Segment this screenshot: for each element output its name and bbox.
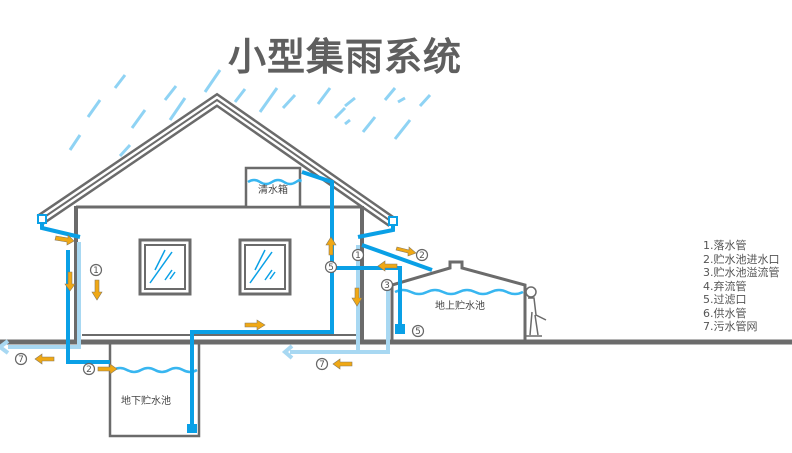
window-glass bbox=[149, 249, 276, 284]
water-pipes bbox=[40, 170, 433, 428]
marker-7: 7 bbox=[18, 355, 24, 365]
legend-item: 4.弃流管 bbox=[703, 279, 747, 293]
page-title: 小型集雨系统 bbox=[228, 35, 463, 79]
filter-icon bbox=[395, 324, 405, 334]
diversion-pipes bbox=[0, 242, 390, 360]
water-surfaces bbox=[112, 178, 524, 374]
person-icon bbox=[525, 286, 547, 337]
marker-2: 2 bbox=[86, 365, 92, 375]
marker-2: 2 bbox=[419, 251, 425, 261]
marker-5: 5 bbox=[328, 263, 334, 273]
marker-7: 7 bbox=[319, 360, 325, 370]
pump-icon bbox=[187, 424, 197, 433]
marker-1: 1 bbox=[93, 266, 99, 276]
house-structure bbox=[0, 166, 792, 438]
aboveground-tank-label: 地上贮水池 bbox=[435, 299, 485, 312]
right-gutter bbox=[388, 216, 398, 226]
marker-1: 1 bbox=[355, 251, 361, 261]
left-gutter bbox=[37, 214, 47, 224]
legend-item: 5.过滤口 bbox=[703, 293, 747, 306]
clean-tank-label: 清水箱 bbox=[258, 183, 288, 196]
legend-item: 2.贮水池进水口 bbox=[703, 252, 780, 266]
marker-5: 5 bbox=[415, 327, 421, 337]
marker-3: 3 bbox=[384, 281, 390, 291]
marker-circles bbox=[14, 248, 429, 376]
legend-item: 7.污水管网 bbox=[703, 320, 758, 333]
roof bbox=[36, 92, 396, 227]
legend-item: 1.落水管 bbox=[703, 239, 747, 252]
underground-tank-label: 地下贮水池 bbox=[121, 394, 171, 407]
legend: 1.落水管 2.贮水池进水口 3.贮水池溢流管 4.弃流管 5.过滤口 6.供水… bbox=[703, 239, 780, 334]
flow-arrows bbox=[34, 234, 417, 375]
legend-item: 6.供水管 bbox=[703, 306, 747, 320]
rain-drops bbox=[68, 69, 432, 158]
legend-item: 3.贮水池溢流管 bbox=[703, 266, 780, 279]
